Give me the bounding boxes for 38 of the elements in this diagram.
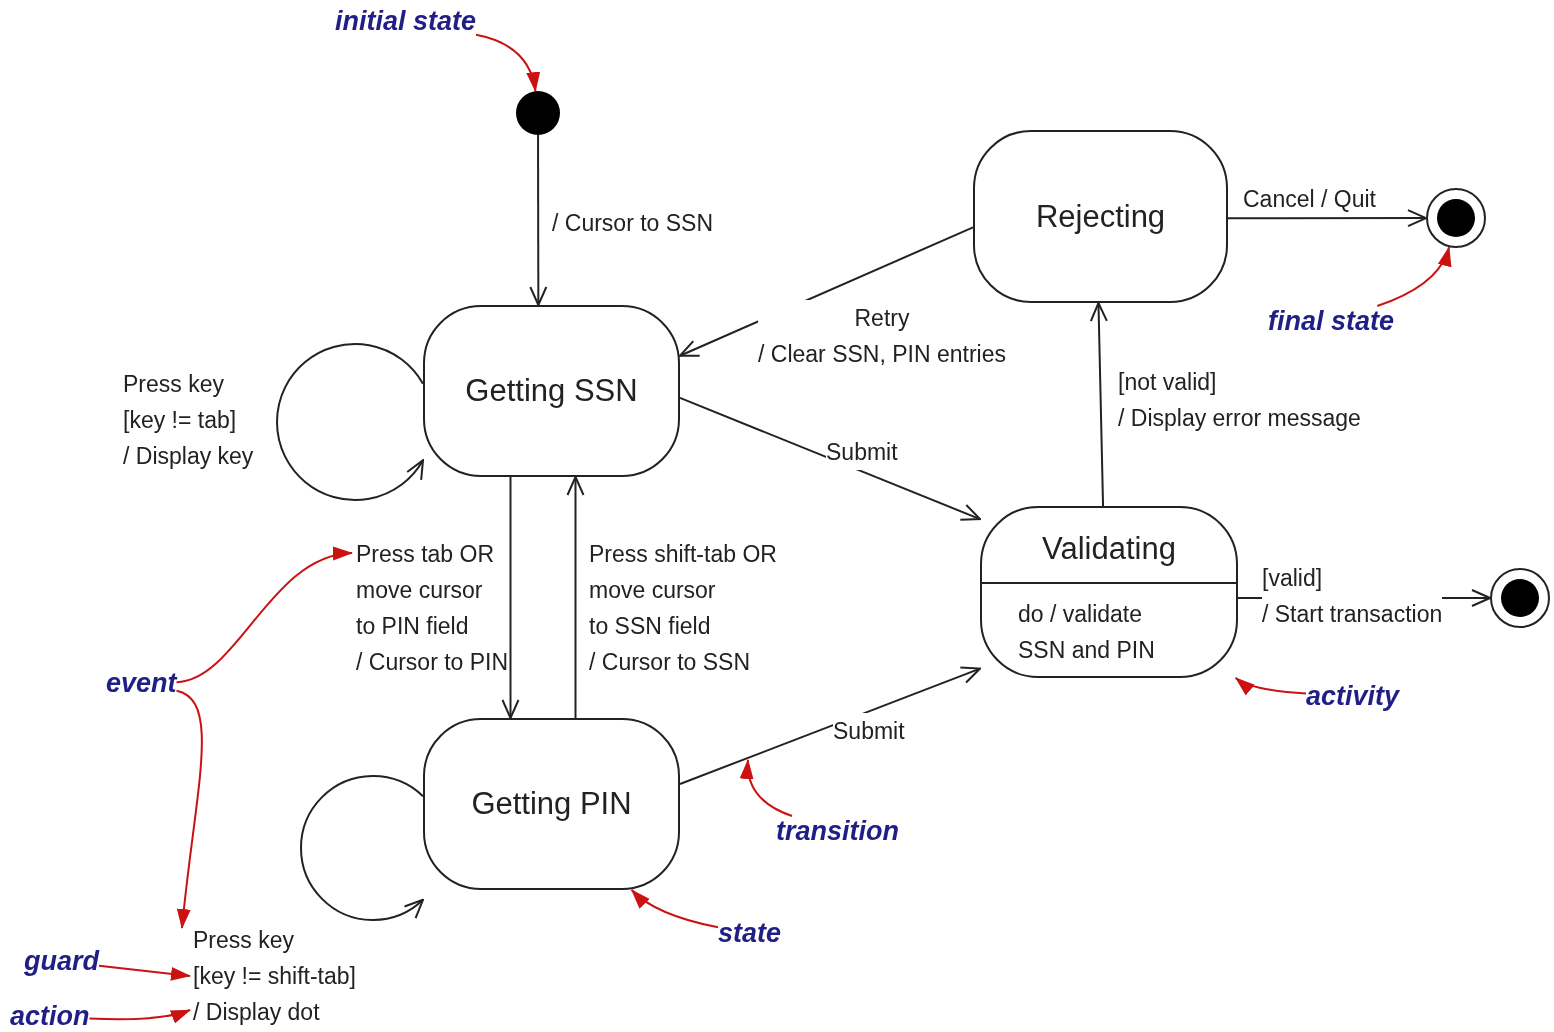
activity-text: do / validate SSN and PIN (1017, 600, 1156, 665)
annotation-arrow (175, 689, 203, 929)
annotation-label: action (10, 1001, 90, 1032)
initial-state-dot (516, 91, 560, 135)
annotation-arrow (98, 964, 191, 981)
annotation-arrow (1376, 246, 1451, 307)
transition-arrow (679, 396, 981, 521)
annotation-label: transition (776, 816, 899, 847)
transition-arrow (679, 666, 981, 786)
state-box (980, 506, 1238, 678)
annotation-label: event (106, 668, 177, 699)
transition-arrow (566, 476, 585, 719)
transition-arrow (300, 775, 424, 921)
annotation-arrow (630, 889, 719, 929)
annotation-label: activity (1306, 681, 1400, 712)
annotation-arrow (740, 759, 793, 817)
transition-arrow (1227, 209, 1427, 228)
state-box (423, 718, 680, 890)
transition-arrow (1089, 302, 1108, 507)
transition-arrow (501, 476, 520, 719)
state-name: Validating (1042, 531, 1176, 567)
state-name: Rejecting (1035, 198, 1166, 235)
final-state-circle (1426, 188, 1486, 248)
annotation-label: initial state (335, 6, 477, 37)
state-box (973, 130, 1228, 303)
annotation-label: guard (24, 946, 99, 977)
final-state-circle (1490, 568, 1550, 628)
annotation-arrow (1234, 677, 1307, 695)
transition-arrow (276, 343, 424, 501)
state-name: Getting SSN (465, 373, 638, 409)
annotation-label: state (718, 918, 782, 949)
transition-arrow (529, 134, 548, 306)
annotation-arrow (175, 548, 353, 684)
annotation-arrow (475, 33, 540, 93)
state-name: Getting PIN (471, 786, 632, 822)
annotation-label: final state (1268, 306, 1395, 337)
state-box (423, 305, 680, 477)
annotation-arrow (88, 1009, 191, 1023)
